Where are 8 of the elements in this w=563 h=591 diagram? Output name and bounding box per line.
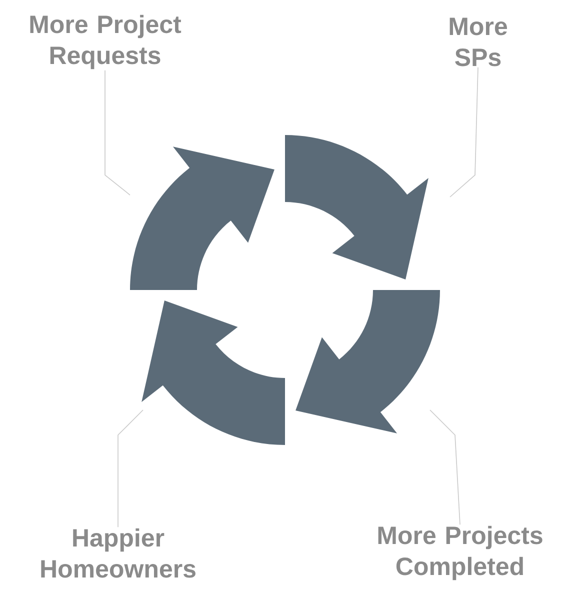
- label-text: More SPs: [450, 18, 507, 66]
- label-text: More Project Requests: [30, 14, 182, 70]
- label-text: Happier Homeowners: [41, 528, 196, 578]
- leader-line: [450, 67, 478, 198]
- leader-line: [104, 70, 130, 196]
- leader-line: [118, 410, 144, 528]
- leader-line: [430, 410, 460, 526]
- label-text: More Projects Completed: [378, 526, 542, 580]
